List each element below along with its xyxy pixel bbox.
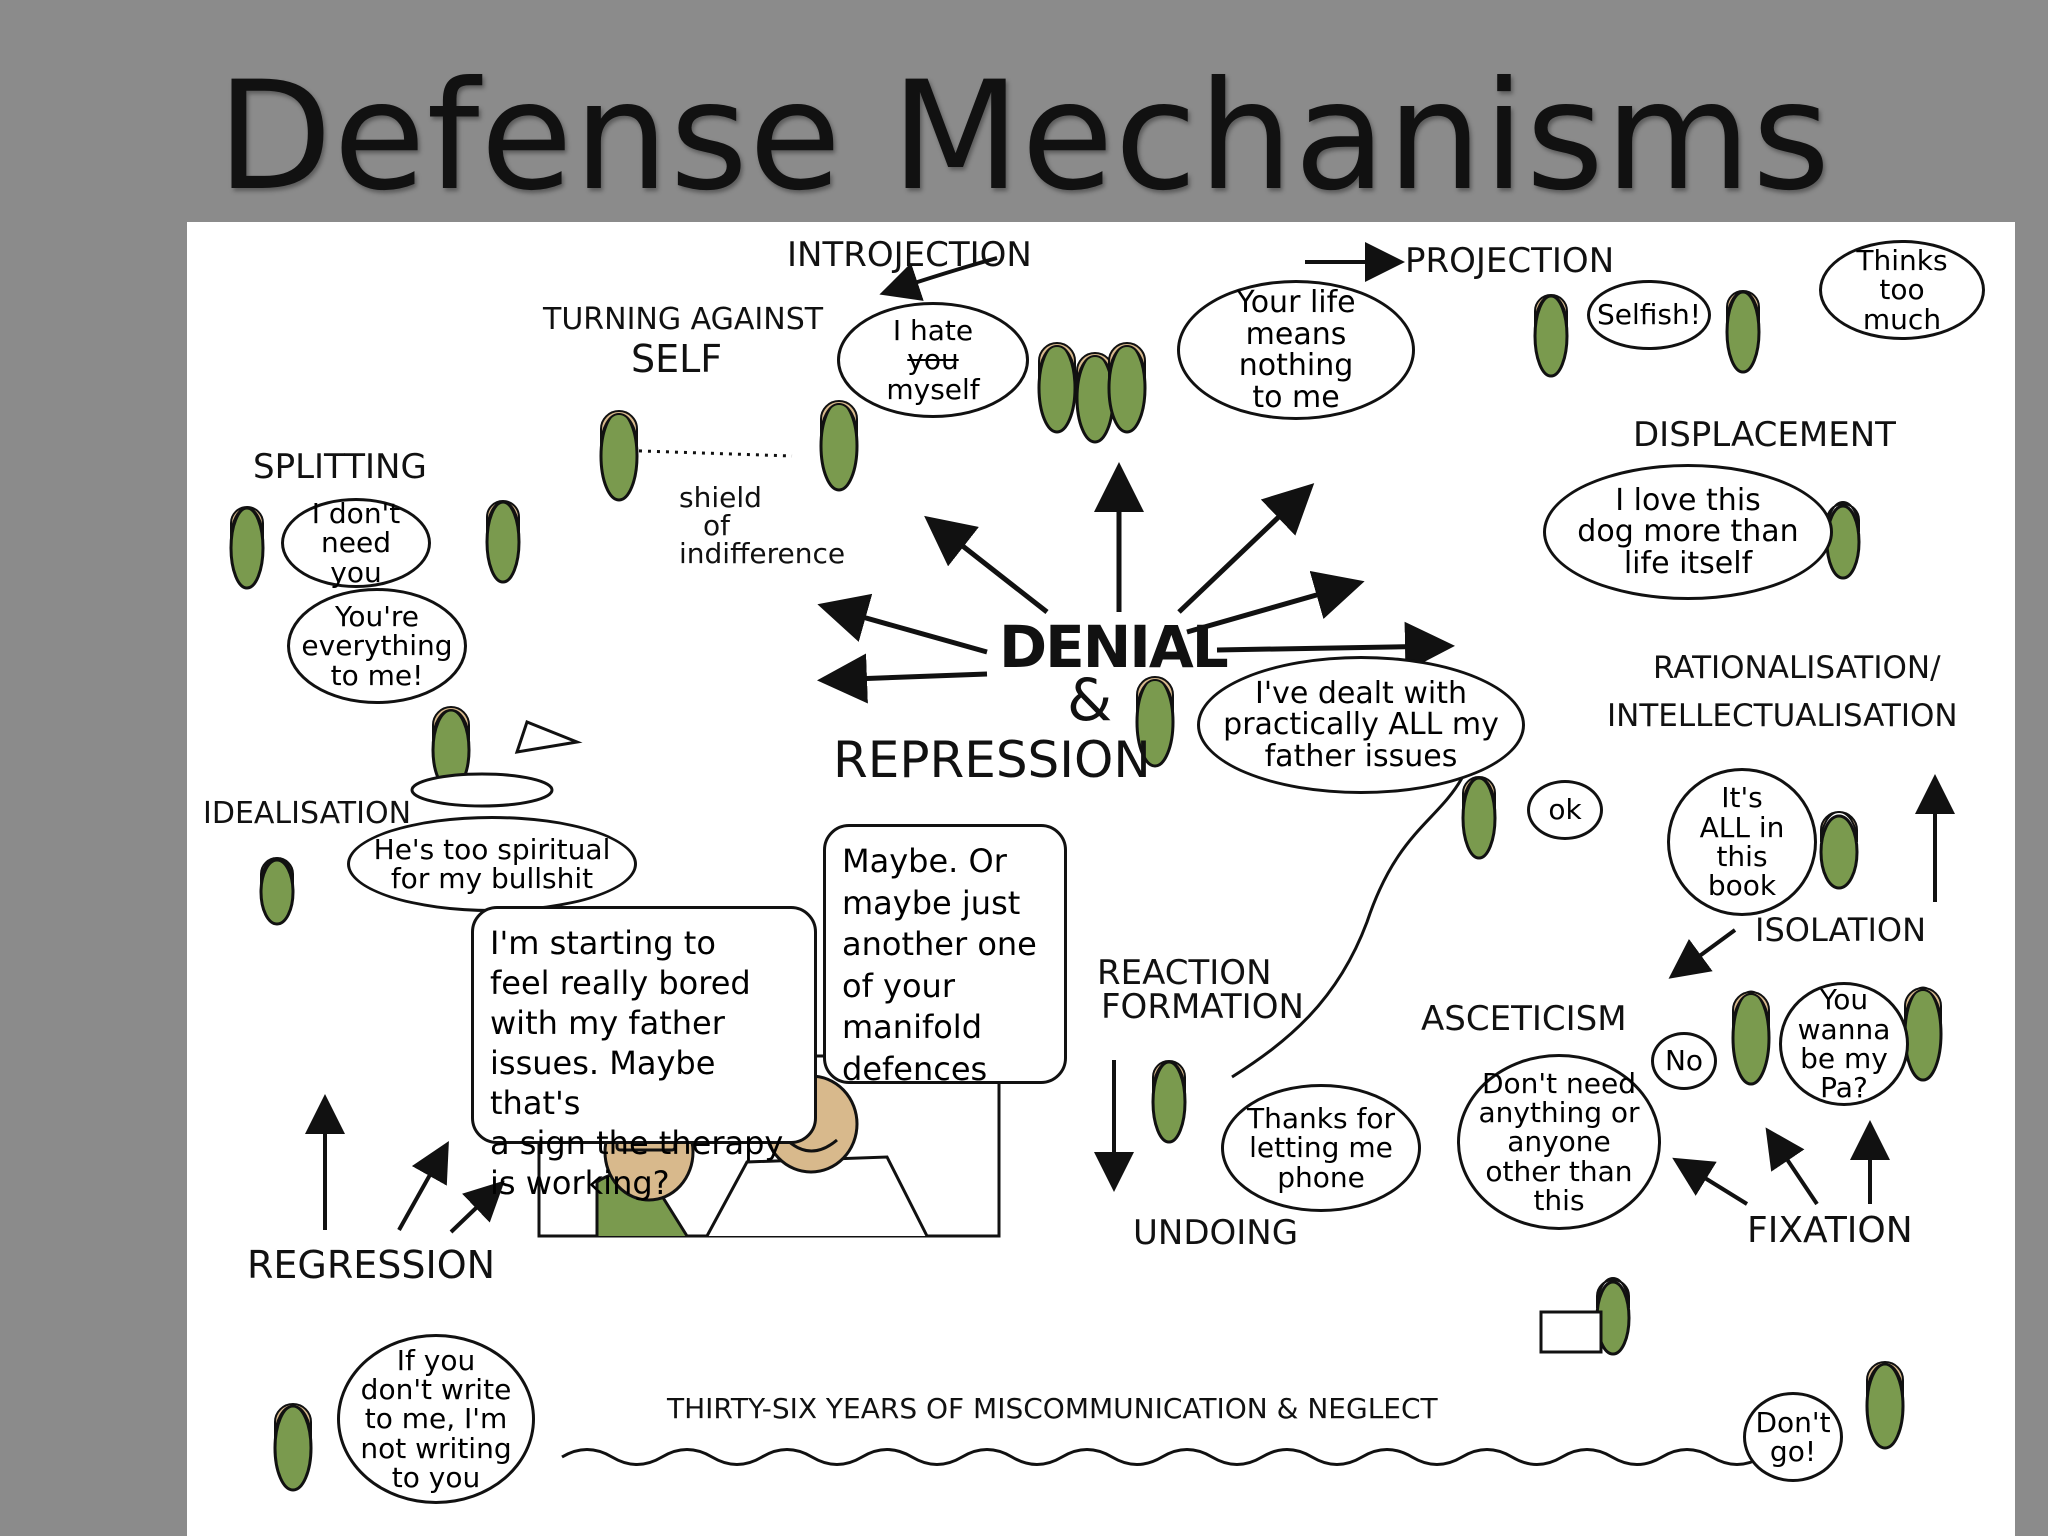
label-repression: REPRESSION xyxy=(833,731,1151,789)
box-maybe-or: Maybe. Or maybe just another one of your… xyxy=(823,824,1067,1088)
bubble-its-all: It's ALL in this book xyxy=(1667,768,1817,916)
desk xyxy=(1539,1310,1603,1354)
bubble-ok: ok xyxy=(1527,780,1603,840)
bubble-dealt-with: I've dealt with practically ALL my fathe… xyxy=(1197,656,1525,794)
mechanism-arrows xyxy=(305,242,1955,1234)
bubble-if-you: If you don't write to me, I'm not writin… xyxy=(337,1334,535,1504)
bubble-wanna-be: You wanna be my Pa? xyxy=(1779,982,1909,1106)
bubble-your-life: Your life means nothing to me xyxy=(1177,280,1415,420)
label-fixation: FIXATION xyxy=(1747,1210,1913,1251)
bubble-i-hate-myself: I hate you myself xyxy=(837,302,1029,418)
bubble-love-dog: I love this dog more than life itself xyxy=(1543,464,1833,600)
label-introjection: INTROJECTION xyxy=(787,235,1032,275)
label-shield-of-indifference: shield of indifference xyxy=(679,481,846,570)
slide-title: Defense Mechanisms xyxy=(216,50,1832,224)
label-isolation: ISOLATION xyxy=(1755,911,1927,949)
phone-cord xyxy=(1231,777,1464,1079)
label-asceticism: ASCETICISM xyxy=(1421,999,1627,1039)
label-rationalisation: RATIONALISATION/ xyxy=(1653,650,1941,686)
label-formation: FORMATION xyxy=(1101,987,1304,1027)
label-displacement: DISPLACEMENT xyxy=(1633,415,1896,455)
label-turning-against: TURNING AGAINST xyxy=(543,302,824,337)
label-splitting: SPLITTING xyxy=(253,447,427,487)
label-reaction: REACTION xyxy=(1097,953,1272,993)
bubble-thinks-too-much: Thinks too much xyxy=(1819,240,1985,340)
label-self: SELF xyxy=(631,337,723,381)
label-denial: DENIAL xyxy=(999,613,1229,681)
timeline-wave xyxy=(561,1448,1813,1466)
pickle-figures xyxy=(229,290,1943,1492)
bubble-youre-everything: You're everything to me! xyxy=(287,588,467,704)
denial-arrows xyxy=(817,462,1455,704)
harp xyxy=(514,720,583,754)
label-timeline: THIRTY-SIX YEARS OF MISCOMMUNICATION & N… xyxy=(667,1392,1438,1425)
bubble-dont-go: Don't go! xyxy=(1743,1392,1843,1482)
label-ampersand: & xyxy=(1067,666,1113,734)
bubble-spiritual: He's too spiritual for my bullshit xyxy=(347,816,637,912)
diagram-panel: INTROJECTION PROJECTION TURNING AGAINST … xyxy=(187,222,2015,1536)
label-intellectualisation: INTELLECTUALISATION xyxy=(1607,698,1958,734)
box-bored: I'm starting to feel really bored with m… xyxy=(471,906,817,1202)
label-regression: REGRESSION xyxy=(247,1243,496,1287)
bubble-dont-need-you: I don't need you xyxy=(281,498,431,588)
label-undoing: UNDOING xyxy=(1133,1213,1299,1253)
bubble-thanks: Thanks for letting me phone xyxy=(1221,1084,1421,1212)
bubble-selfish: Selfish! xyxy=(1587,280,1711,350)
label-projection: PROJECTION xyxy=(1405,241,1615,281)
dotted-line xyxy=(611,448,793,458)
cloud xyxy=(410,772,554,808)
label-idealisation: IDEALISATION xyxy=(203,796,412,831)
bubble-no: No xyxy=(1651,1032,1717,1090)
bubble-dont-need-anything: Don't need anything or anyone other than… xyxy=(1457,1054,1661,1230)
